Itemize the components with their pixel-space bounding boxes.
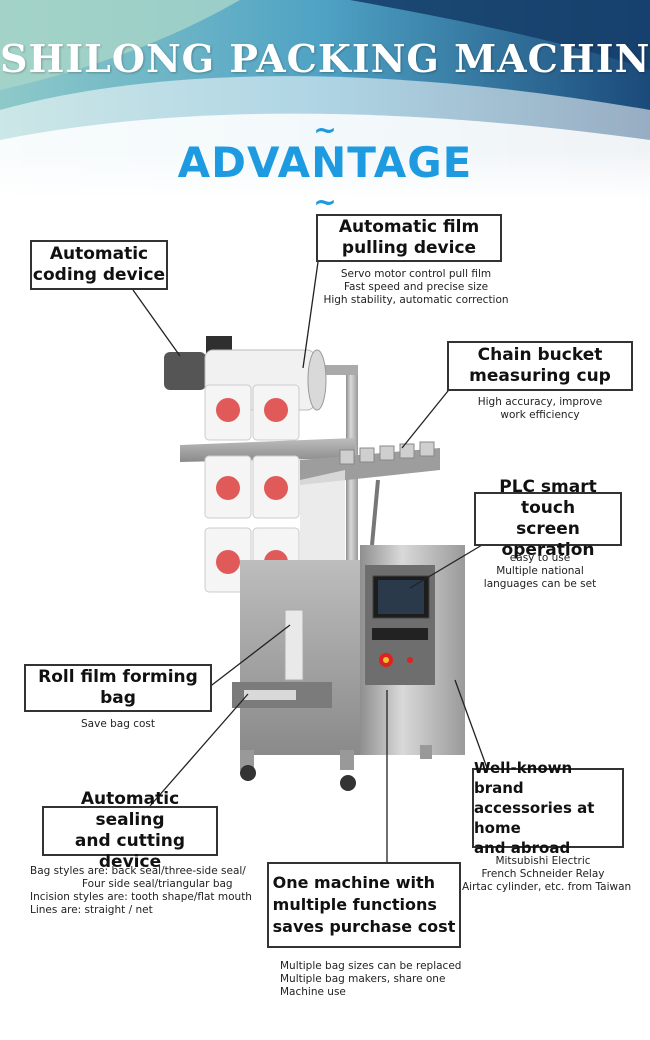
feature-desc-roll-film: Save bag cost xyxy=(24,718,212,731)
feature-title-line: measuring cup xyxy=(469,366,611,386)
feature-desc-line: Mitsubishi Electric xyxy=(495,855,591,867)
page-title: SHILONG PACKING MACHINE xyxy=(0,36,650,81)
feature-desc-line: Save bag cost xyxy=(81,718,155,730)
feature-desc-line: Lines are: straight / net xyxy=(30,904,153,916)
feature-title-line: Automatic film xyxy=(338,217,480,237)
feature-desc-line: work efficiency xyxy=(500,409,580,421)
feature-desc-line: Bag styles are: back seal/three-side sea… xyxy=(30,865,246,877)
feature-desc-line: Multiple bag sizes can be replaced xyxy=(280,960,462,972)
feature-desc-film-pulling: Servo motor control pull film Fast speed… xyxy=(318,268,514,307)
film-bags-middle xyxy=(204,455,300,519)
feature-title-line: PLC smart touch xyxy=(499,477,597,518)
feature-title-line: Roll film forming bag xyxy=(38,667,198,708)
feature-desc-line: easy to use xyxy=(509,552,571,564)
header-banner xyxy=(0,0,650,200)
feature-desc-line: languages can be set xyxy=(483,578,597,590)
feature-title-line: and abroad xyxy=(474,839,571,857)
feature-desc-line: Four side seal/triangular bag xyxy=(82,878,233,890)
feature-desc-line: High accuracy, improve xyxy=(477,396,603,408)
tilde-decoration-bottom: ~ xyxy=(313,185,337,218)
feature-title-line: Chain bucket xyxy=(477,345,603,365)
coding-device-unit xyxy=(164,352,206,390)
feature-box-multi-function: One machine with multiple functions saves … xyxy=(267,862,461,948)
feature-title-line: Well-known brand xyxy=(474,759,573,797)
feature-title-line: multiple functions xyxy=(272,895,437,914)
feature-box-roll-film: Roll film forming bag xyxy=(24,664,212,712)
feature-desc-sealing: Bag styles are: back seal/three-side sea… xyxy=(30,865,252,917)
feature-desc-line: Servo motor control pull film xyxy=(340,268,492,280)
feature-desc-line: Multiple national xyxy=(496,565,584,577)
leader-lines xyxy=(132,261,488,862)
film-bags-top xyxy=(204,384,300,441)
banner-background xyxy=(0,0,650,200)
feature-desc-brand: Mitsubishi Electric French Schneider Rel… xyxy=(462,855,632,894)
feature-desc-line: Multiple bag makers, share one xyxy=(280,973,446,985)
advantage-heading: ADVANTAGE xyxy=(177,138,473,187)
feature-title-line: saves purchase cost xyxy=(272,917,456,936)
tilde-decoration-top: ~ xyxy=(313,113,337,146)
feature-desc-multi-function: Multiple bag sizes can be replaced Multi… xyxy=(280,960,480,999)
feature-desc-line: Fast speed and precise size xyxy=(343,281,489,293)
feature-title-line: Automatic xyxy=(49,244,149,264)
feature-title-line: pulling device xyxy=(341,238,477,258)
feature-desc-chain-bucket: High accuracy, improve work efficiency xyxy=(470,396,610,422)
feature-title-line: and cutting device xyxy=(74,831,186,872)
feature-desc-line: High stability, automatic correction xyxy=(323,294,509,306)
feature-title-line: accessories at home xyxy=(474,799,595,837)
feature-desc-line: Machine use xyxy=(280,986,346,998)
feature-title-line: One machine with xyxy=(272,873,435,892)
feature-title-line: Automatic sealing xyxy=(80,789,180,830)
feature-desc-line: Airtac cylinder, etc. from Taiwan xyxy=(462,881,632,893)
feature-title-line: coding device xyxy=(32,265,166,285)
feature-title-line: screen operation xyxy=(501,519,595,560)
feature-desc-line: French Schneider Relay xyxy=(481,868,605,880)
feature-desc-line: Incision styles are: tooth shape/flat mo… xyxy=(30,891,252,903)
feature-desc-plc: easy to use Multiple national languages … xyxy=(474,552,606,591)
